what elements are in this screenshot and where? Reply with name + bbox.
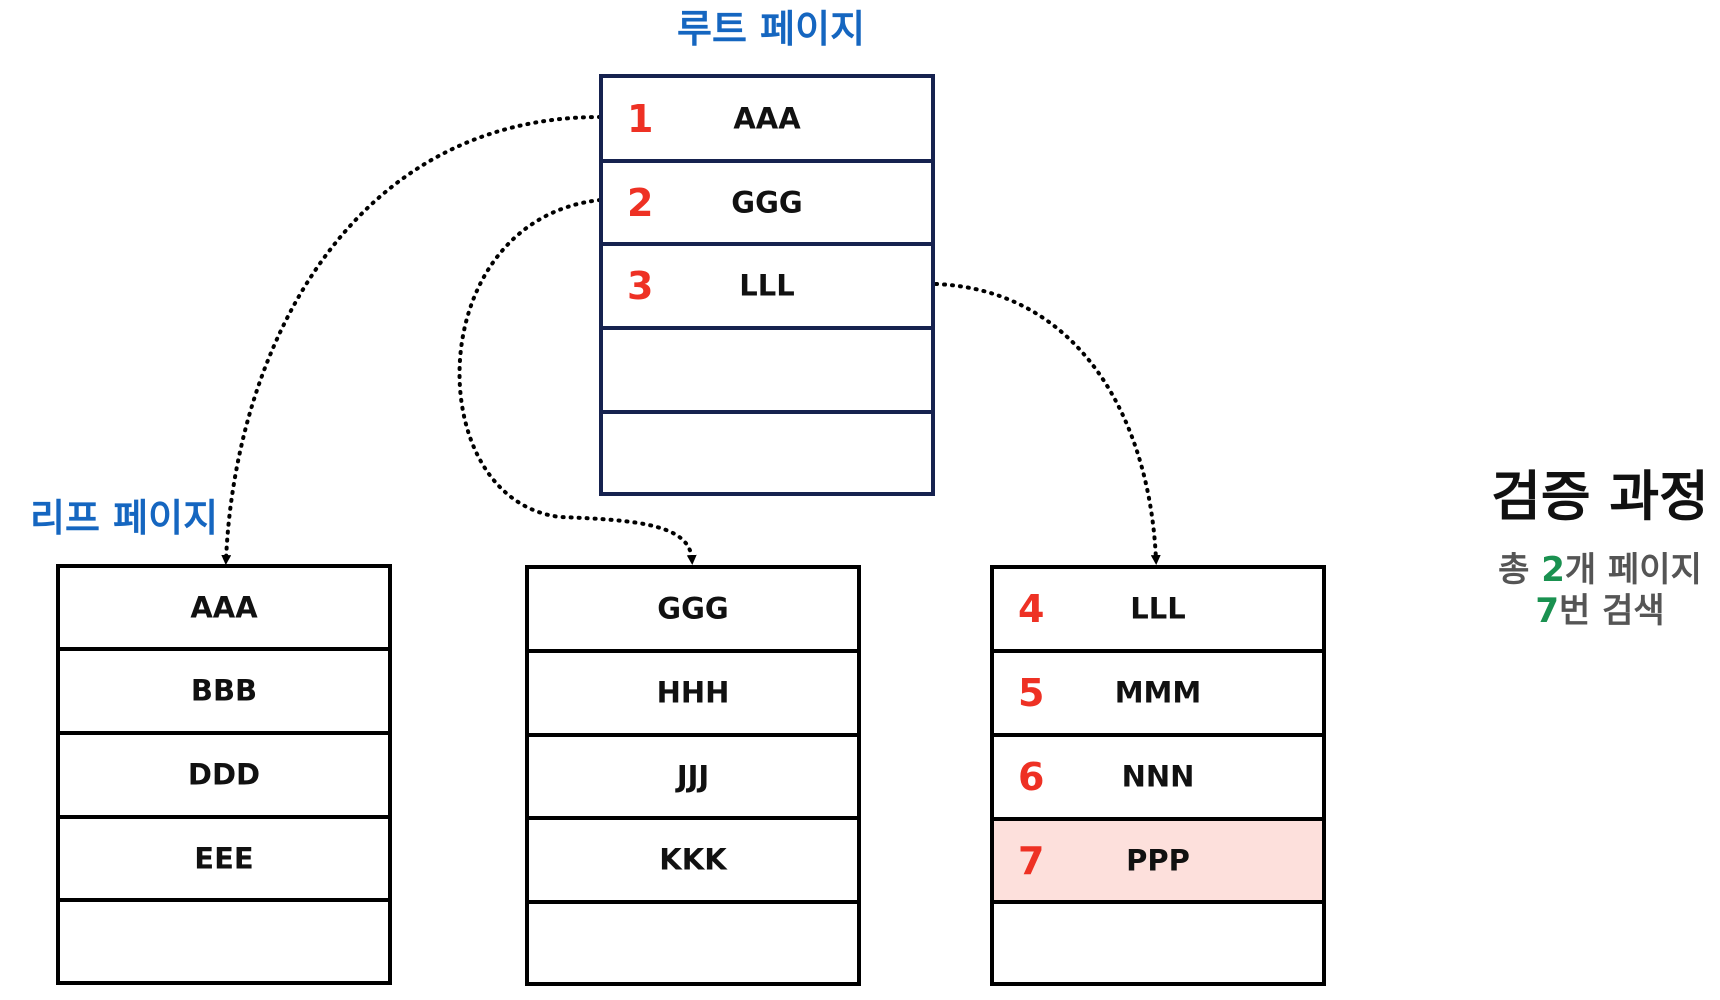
- row-number: 4: [1018, 587, 1045, 631]
- row-key: HHH: [656, 675, 730, 710]
- leaf-row: [60, 902, 388, 981]
- root-row-5: [603, 414, 931, 492]
- summary-panel: 검증 과정 총 2개 페이지 7번 검색: [1480, 470, 1720, 632]
- row-key: GGG: [657, 591, 729, 626]
- root-row-3: 3 LLL: [603, 246, 931, 330]
- row-key: DDD: [187, 757, 261, 792]
- row-number: 3: [627, 264, 654, 308]
- leaf-page-title: 리프 페이지: [30, 496, 219, 540]
- leaf-row: HHH: [529, 653, 857, 737]
- leaf-page-1: AAA BBB DDD EEE: [56, 564, 392, 985]
- summary-title: 검증 과정: [1491, 465, 1709, 528]
- row-key: NNN: [1121, 759, 1195, 794]
- row-key: EEE: [194, 841, 254, 875]
- leaf-page-2: GGG HHH JJJ KKK: [525, 565, 861, 986]
- leaf-row: 4 LLL: [994, 569, 1322, 653]
- leaf-row-highlighted: 7 PPP: [994, 821, 1322, 904]
- row-number: 2: [627, 180, 654, 225]
- leaf-row: AAA: [60, 568, 388, 651]
- leaf-row: 6 NNN: [994, 737, 1322, 821]
- row-key: AAA: [733, 101, 801, 135]
- row-number: 7: [1018, 838, 1045, 883]
- leaf-row: [994, 904, 1322, 982]
- row-key: LLL: [739, 268, 795, 303]
- leaf-row: JJJ: [529, 737, 857, 820]
- search-count: 7: [1535, 590, 1559, 631]
- leaf-row: DDD: [60, 735, 388, 819]
- root-row-4: [603, 330, 931, 414]
- summary-text: 개 페이지: [1564, 550, 1702, 590]
- row-number: 5: [1018, 671, 1045, 715]
- root-row-2: 2 GGG: [603, 163, 931, 246]
- leaf-row: EEE: [60, 819, 388, 902]
- row-key: MMM: [1114, 675, 1202, 710]
- leaf-row: GGG: [529, 569, 857, 653]
- leaf-row: BBB: [60, 651, 388, 735]
- leaf-row: 5 MMM: [994, 653, 1322, 737]
- summary-line-pages: 총 2개 페이지: [1480, 550, 1720, 591]
- arrow-root-1-to-leaf-1: [221, 115, 602, 565]
- arrow-root-2-to-leaf-2: [457, 198, 697, 565]
- leaf-row: [529, 904, 857, 982]
- summary-line-searches: 7번 검색: [1480, 591, 1720, 632]
- root-page-title: 루트 페이지: [677, 7, 866, 51]
- row-key: JJJ: [676, 759, 710, 793]
- row-key: GGG: [731, 185, 803, 219]
- row-key: AAA: [190, 590, 258, 624]
- row-number: 1: [627, 96, 654, 141]
- row-key: LLL: [1130, 591, 1186, 626]
- row-key: KKK: [659, 842, 727, 877]
- summary-text: 번 검색: [1558, 590, 1665, 631]
- page-count: 2: [1541, 550, 1565, 590]
- summary-text: 총: [1498, 550, 1542, 590]
- arrow-root-3-to-leaf-3: [934, 282, 1161, 565]
- root-row-1: 1 AAA: [603, 78, 931, 163]
- leaf-row: KKK: [529, 820, 857, 904]
- leaf-page-3: 4 LLL 5 MMM 6 NNN 7 PPP: [990, 565, 1326, 986]
- row-number: 6: [1018, 755, 1045, 799]
- row-key: PPP: [1126, 843, 1190, 877]
- row-key: BBB: [190, 673, 258, 708]
- root-page: 1 AAA 2 GGG 3 LLL: [599, 74, 935, 496]
